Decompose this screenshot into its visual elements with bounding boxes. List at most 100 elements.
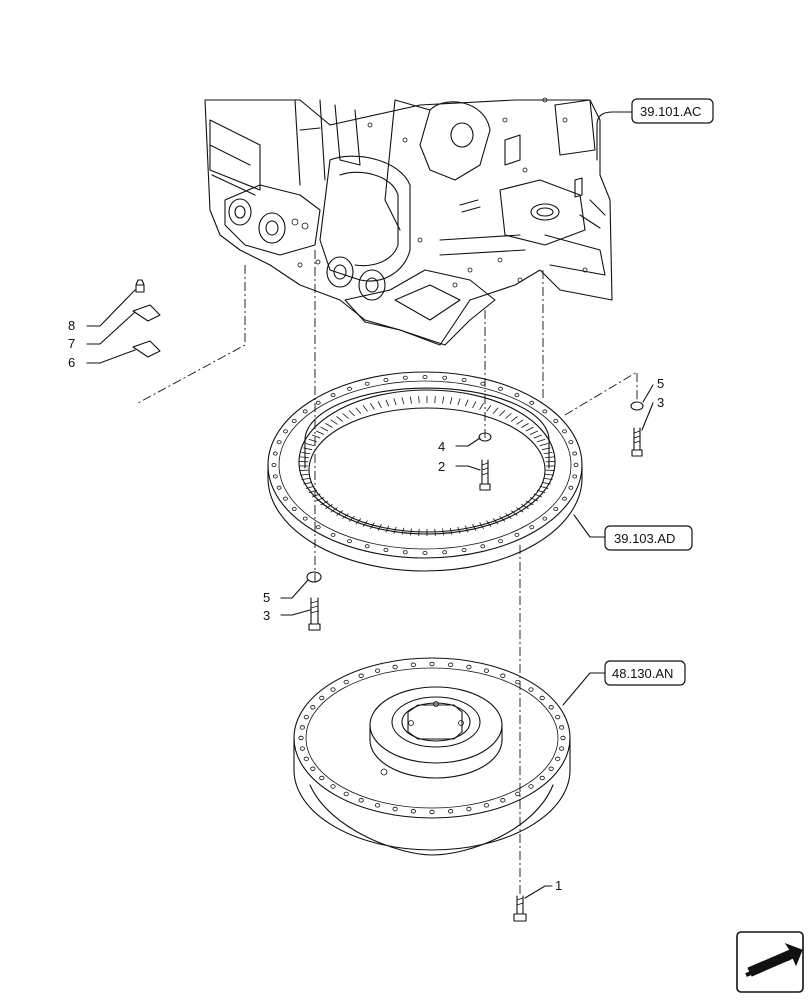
- flange-bolt-holes: [298, 661, 566, 815]
- flange-bolt-hole: [429, 661, 435, 667]
- ring-bolt-hole: [347, 539, 352, 544]
- callout-numbers: 8 7 6 4 2 5 3 5 3 1: [68, 318, 664, 893]
- ring-bolt-hole: [562, 429, 567, 434]
- gear-tooth: [409, 396, 412, 404]
- ring-bolt-hole: [330, 393, 336, 398]
- gear-tooth: [330, 419, 338, 425]
- ring-bolt-hole: [568, 440, 574, 445]
- flange-bolt-hole: [555, 714, 561, 720]
- gear-tooth: [300, 456, 310, 459]
- callout-3-left: 3: [263, 608, 270, 623]
- gear-tooth: [434, 396, 436, 404]
- flange-bolt-hole: [358, 673, 364, 678]
- ring-bolt-hole: [271, 462, 277, 467]
- gear-tooth: [301, 477, 311, 481]
- flange-bolt-hole: [548, 766, 554, 771]
- bolt-3-right-icon: [631, 427, 643, 457]
- ring-bolt-hole: [553, 506, 559, 511]
- reference-48-130-an[interactable]: 48.130.AN: [604, 660, 686, 686]
- ring-bolt-hole: [422, 551, 428, 556]
- bolt-2-icon: [479, 459, 491, 491]
- reference-48-130-an-label: 48.130.AN: [612, 666, 673, 681]
- gear-tooth: [536, 489, 546, 494]
- flange-bolt-hole: [392, 806, 398, 812]
- flange-bolt-hole: [500, 673, 506, 678]
- gear-tooth: [472, 524, 477, 531]
- bolt-3-left-icon: [308, 597, 321, 631]
- gear-tooth: [342, 513, 349, 519]
- ring-bolt-hole: [383, 548, 389, 553]
- flange-bolt-hole: [539, 775, 545, 781]
- flange-bolt-hole: [500, 798, 506, 803]
- reference-39-101-ac[interactable]: 39.101.AC: [631, 98, 714, 124]
- flange-bolt-hole: [466, 806, 472, 812]
- callout-2: 2: [438, 459, 445, 474]
- gear-tooth: [325, 423, 333, 428]
- ring-bolt-hole: [442, 550, 448, 555]
- callout-4: 4: [438, 439, 445, 454]
- callout-3-right: 3: [657, 395, 664, 410]
- gear-tooth: [320, 500, 329, 506]
- gear-tooth: [308, 438, 318, 443]
- flange-bolt-hole: [448, 809, 454, 814]
- gear-tooth: [457, 398, 461, 406]
- callout-8: 8: [68, 318, 75, 333]
- ring-bolt-hole: [291, 418, 297, 423]
- ring-bolt-hole: [542, 409, 548, 414]
- gear-tooth: [457, 526, 461, 534]
- ring-bolt-hole: [272, 451, 278, 456]
- flange-bolt-hole: [539, 695, 545, 701]
- gear-tooth: [401, 397, 405, 405]
- gear-tooth: [362, 405, 368, 412]
- gear-tooth: [315, 497, 325, 502]
- gear-tooth: [330, 507, 338, 513]
- flange-bolt-hole: [528, 784, 534, 789]
- gear-tooth: [301, 451, 311, 455]
- gear-tooth: [492, 407, 499, 414]
- gear-tooth: [320, 426, 329, 432]
- gear-tooth: [543, 477, 553, 481]
- gear-tooth: [499, 515, 506, 522]
- plate-6-icon: [132, 340, 161, 358]
- gear-tooth: [529, 430, 539, 435]
- ring-bolt-hole: [529, 400, 535, 405]
- gear-tooth: [492, 518, 499, 525]
- arrow-navigation-icon[interactable]: [736, 931, 804, 993]
- bolt-1-icon: [513, 895, 527, 922]
- gear-tooth: [525, 500, 534, 506]
- callout-5-right: 5: [657, 376, 664, 391]
- gear-tooth: [510, 416, 518, 422]
- flange-bolt-hole: [555, 756, 561, 762]
- gear-tooth: [442, 528, 445, 536]
- gear-tooth: [312, 434, 321, 439]
- flange-bolt-hole: [515, 791, 521, 797]
- bolt-8-icon: [135, 279, 145, 293]
- callout-5-left: 5: [263, 590, 270, 605]
- gear-tooth: [401, 527, 405, 535]
- ring-bolt-hole: [461, 377, 467, 382]
- plate-7-icon: [132, 304, 161, 322]
- flange-bolt-hole: [319, 775, 325, 781]
- ring-bolt-hole: [529, 525, 535, 530]
- gear-tooth: [305, 443, 315, 447]
- reference-39-103-ad[interactable]: 39.103.AD: [604, 525, 693, 551]
- gear-tooth: [348, 410, 355, 417]
- washer-4-icon: [478, 432, 492, 442]
- drive-flange: [293, 657, 606, 856]
- flange-bolt-hole: [303, 714, 309, 720]
- flange-bolt-hole: [358, 798, 364, 803]
- ring-bolt-hole: [364, 381, 370, 386]
- gear-tooth: [464, 399, 469, 407]
- gear-tooth: [505, 413, 512, 419]
- gear-tooth: [377, 524, 382, 531]
- ring-bolt-hole: [514, 393, 520, 398]
- ring-bolt-hole: [498, 539, 503, 544]
- ring-bolt-hole: [402, 550, 408, 555]
- ring-bolt-hole: [276, 485, 282, 490]
- flange-bolt-hole: [559, 746, 565, 751]
- gear-tooth: [385, 525, 390, 533]
- gear-tooth: [312, 493, 321, 498]
- gear-tooth: [315, 430, 325, 435]
- gear-tooth: [348, 515, 355, 522]
- ring-bolt-hole: [302, 409, 308, 414]
